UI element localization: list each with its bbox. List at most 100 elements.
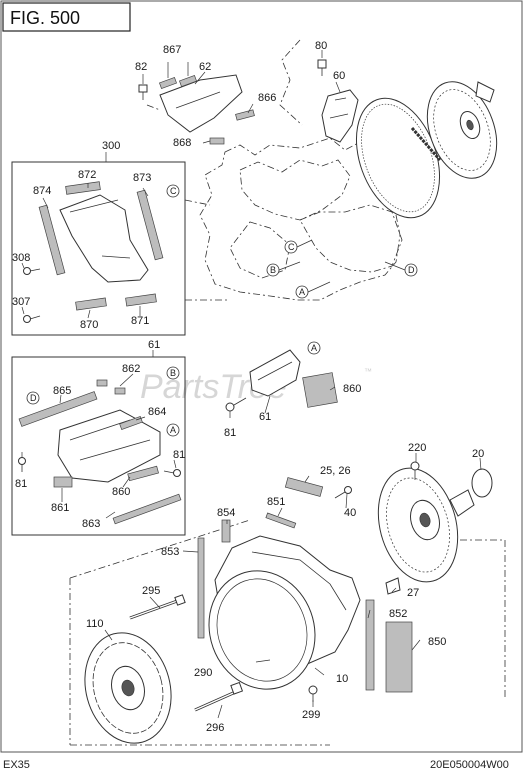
group-label-300: 300 — [102, 140, 120, 152]
footer-code: 20E050004W00 — [430, 759, 509, 771]
bolt-308 — [23, 267, 41, 275]
seal-860-standalone — [302, 372, 338, 408]
bolt-220 — [410, 461, 420, 480]
seal-851 — [265, 512, 297, 529]
part-label-299: 299 — [302, 709, 320, 721]
svg-text:D: D — [30, 393, 37, 403]
seal-25-26 — [284, 477, 324, 497]
cap-20 — [471, 468, 493, 498]
ring-290 — [208, 570, 316, 690]
svg-text:C: C — [288, 242, 295, 252]
seal-852 — [365, 599, 375, 691]
baffle-61-standalone — [249, 349, 301, 397]
part-label-868: 868 — [173, 137, 191, 149]
svg-text:B: B — [270, 265, 276, 275]
part-label-61-standalone: 61 — [259, 411, 271, 423]
seal-868 — [209, 137, 225, 145]
svg-text:A: A — [170, 425, 176, 435]
diagram-frame — [0, 0, 523, 753]
stud-295 — [129, 594, 186, 620]
cover-62 — [159, 74, 243, 133]
seal-871 — [125, 293, 157, 307]
marker-B-group: B — [166, 366, 180, 380]
part-label-295: 295 — [142, 585, 160, 597]
stud-296 — [194, 681, 244, 712]
part-label-25-26: 25, 26 — [320, 465, 351, 477]
marker-A-engine: A — [295, 285, 309, 299]
part-label-82: 82 — [135, 61, 147, 73]
bolt-80 — [317, 59, 327, 76]
part-label-874: 874 — [33, 185, 51, 197]
bolt-299 — [308, 685, 318, 702]
part-label-296: 296 — [206, 722, 224, 734]
part-label-866: 866 — [258, 92, 276, 104]
engine-outline — [199, 39, 403, 301]
marker-A-group: A — [166, 423, 180, 437]
marker-D-group: D — [26, 391, 40, 405]
part-label-307: 307 — [12, 296, 30, 308]
part-label-60: 60 — [333, 70, 345, 82]
group-label-61: 61 — [148, 339, 160, 351]
seal-867b — [179, 74, 197, 88]
part-label-864: 864 — [148, 406, 166, 418]
flywheel-110 — [84, 632, 172, 744]
seal-853 — [197, 537, 205, 639]
part-label-870: 870 — [80, 319, 98, 331]
seal-863 — [112, 493, 182, 525]
part-label-871: 871 — [131, 315, 149, 327]
bolt-81-right — [163, 469, 181, 477]
part-label-872: 872 — [78, 169, 96, 181]
figure-title: FIG. 500 — [10, 8, 80, 28]
svg-text:D: D — [408, 265, 415, 275]
part-label-865: 865 — [53, 385, 71, 397]
marker-D-engine: D — [404, 263, 418, 277]
part-label-80: 80 — [315, 40, 327, 52]
group-61-box — [11, 356, 186, 536]
seal-866 — [235, 109, 255, 121]
recoil-starter-top — [426, 81, 498, 179]
part-label-10: 10 — [336, 673, 348, 685]
svg-text:A: A — [299, 287, 305, 297]
seal-874 — [38, 204, 66, 276]
bolt-82 — [138, 84, 148, 100]
part-label-290: 290 — [194, 667, 212, 679]
part-label-27: 27 — [407, 587, 419, 599]
part-label-850: 850 — [428, 636, 446, 648]
part-label-81-middle: 81 — [224, 427, 236, 439]
part-label-110: 110 — [86, 618, 104, 630]
part-label-853: 853 — [161, 546, 179, 558]
part-label-220: 220 — [408, 442, 426, 454]
part-label-62: 62 — [199, 61, 211, 73]
seal-854 — [221, 519, 231, 543]
seal-870 — [75, 297, 107, 311]
clip-27 — [385, 577, 401, 595]
part-label-854: 854 — [217, 507, 235, 519]
part-label-852: 852 — [389, 608, 407, 620]
part-label-863: 863 — [82, 518, 100, 530]
trademark-icon: ™ — [364, 367, 372, 376]
part-label-861: 861 — [51, 502, 69, 514]
part-label-40: 40 — [344, 507, 356, 519]
part-label-873: 873 — [133, 172, 151, 184]
part-label-81-left: 81 — [15, 478, 27, 490]
part-label-860-standalone: 860 — [343, 383, 361, 395]
marker-A-middle: A — [307, 341, 321, 355]
part-label-81-right: 81 — [173, 449, 185, 461]
part-label-851: 851 — [267, 496, 285, 508]
bolt-81-left — [18, 457, 26, 472]
seal-861 — [53, 476, 73, 488]
part-label-867: 867 — [163, 44, 181, 56]
seal-850 — [385, 621, 413, 693]
recoil-starter-bottom — [377, 467, 475, 583]
part-label-308: 308 — [12, 252, 30, 264]
part-label-20: 20 — [472, 448, 484, 460]
marker-B-engine: B — [266, 263, 280, 277]
marker-C-engine: C — [284, 240, 298, 254]
marker-C-group: C — [166, 184, 180, 198]
svg-text:B: B — [170, 368, 176, 378]
figure-title-box — [2, 2, 131, 32]
part-label-862: 862 — [122, 363, 140, 375]
bolt-307 — [23, 315, 41, 323]
seal-862a — [96, 379, 108, 387]
